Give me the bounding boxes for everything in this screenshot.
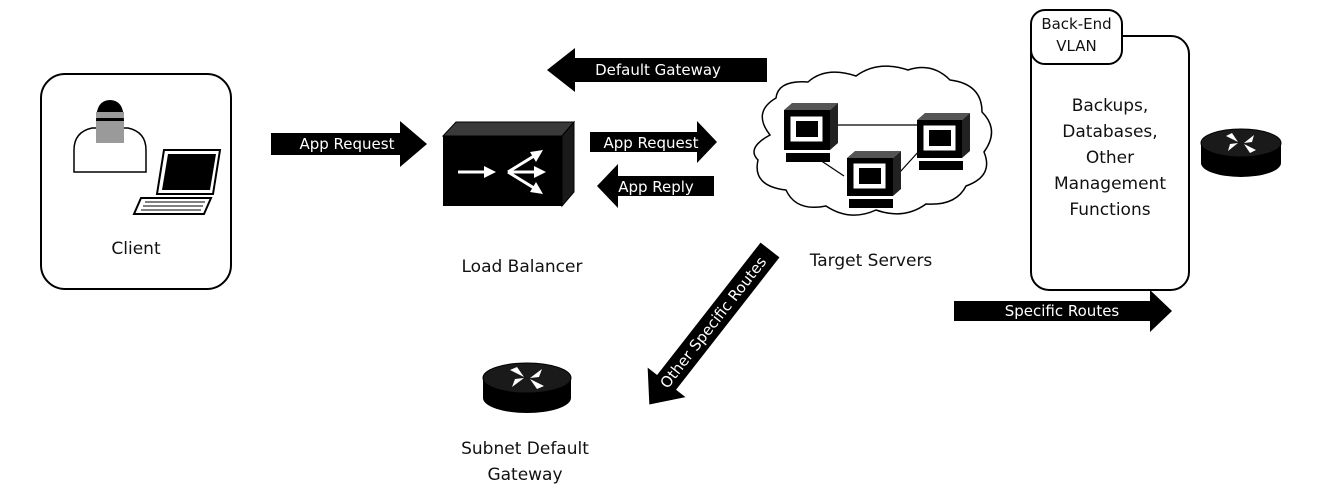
backend-item: Other [1085, 148, 1135, 168]
user-icon [73, 100, 147, 173]
arrow-label: Specific Routes [1005, 302, 1120, 320]
target-servers-label: Target Servers [809, 251, 933, 271]
backend-tab-label: Back-End VLAN [1031, 13, 1122, 57]
router-icon [482, 362, 572, 413]
server-icon [784, 103, 838, 162]
load-balancer-icon [441, 120, 576, 208]
server-icon [917, 113, 970, 170]
arrow-app-reply: App Reply [597, 164, 714, 208]
backend-tab-line2: VLAN [1056, 37, 1097, 55]
backend-vlan-box [1030, 9, 1190, 291]
server-icon [847, 151, 901, 208]
backend-item: Backups, [1071, 96, 1149, 116]
subnet-gateway-label-line2: Gateway [487, 465, 563, 485]
backend-functions-list: Backups, Databases, Other Management Fun… [1031, 93, 1189, 223]
arrow-label: Default Gateway [595, 61, 721, 79]
arrow-other-specific-routes: Other Specific Routes [647, 242, 780, 405]
backend-item: Management [1054, 174, 1166, 194]
client-label: Client [111, 239, 161, 259]
client-node [40, 73, 232, 290]
arrow-app-request-client: App Request [271, 121, 427, 167]
target-servers-cloud [753, 65, 993, 216]
load-balancer-label: Load Balancer [461, 257, 583, 277]
subnet-gateway-label: Subnet Default Gateway [430, 436, 620, 488]
arrow-app-request-servers: App Request [590, 121, 717, 163]
backend-item: Databases, [1062, 122, 1158, 142]
laptop-icon [132, 149, 222, 215]
backend-item: Functions [1069, 200, 1151, 220]
arrow-label: App Request [299, 135, 394, 153]
arrow-label: App Reply [618, 178, 694, 196]
arrow-default-gateway: Default Gateway [547, 48, 767, 92]
arrow-specific-routes: Specific Routes [954, 290, 1172, 332]
arrow-label: App Request [603, 134, 698, 152]
backend-tab-line1: Back-End [1041, 15, 1112, 33]
router-icon [1200, 128, 1282, 177]
arrow-label: Other Specific Routes [656, 253, 770, 392]
subnet-gateway-label-line1: Subnet Default [461, 439, 589, 459]
